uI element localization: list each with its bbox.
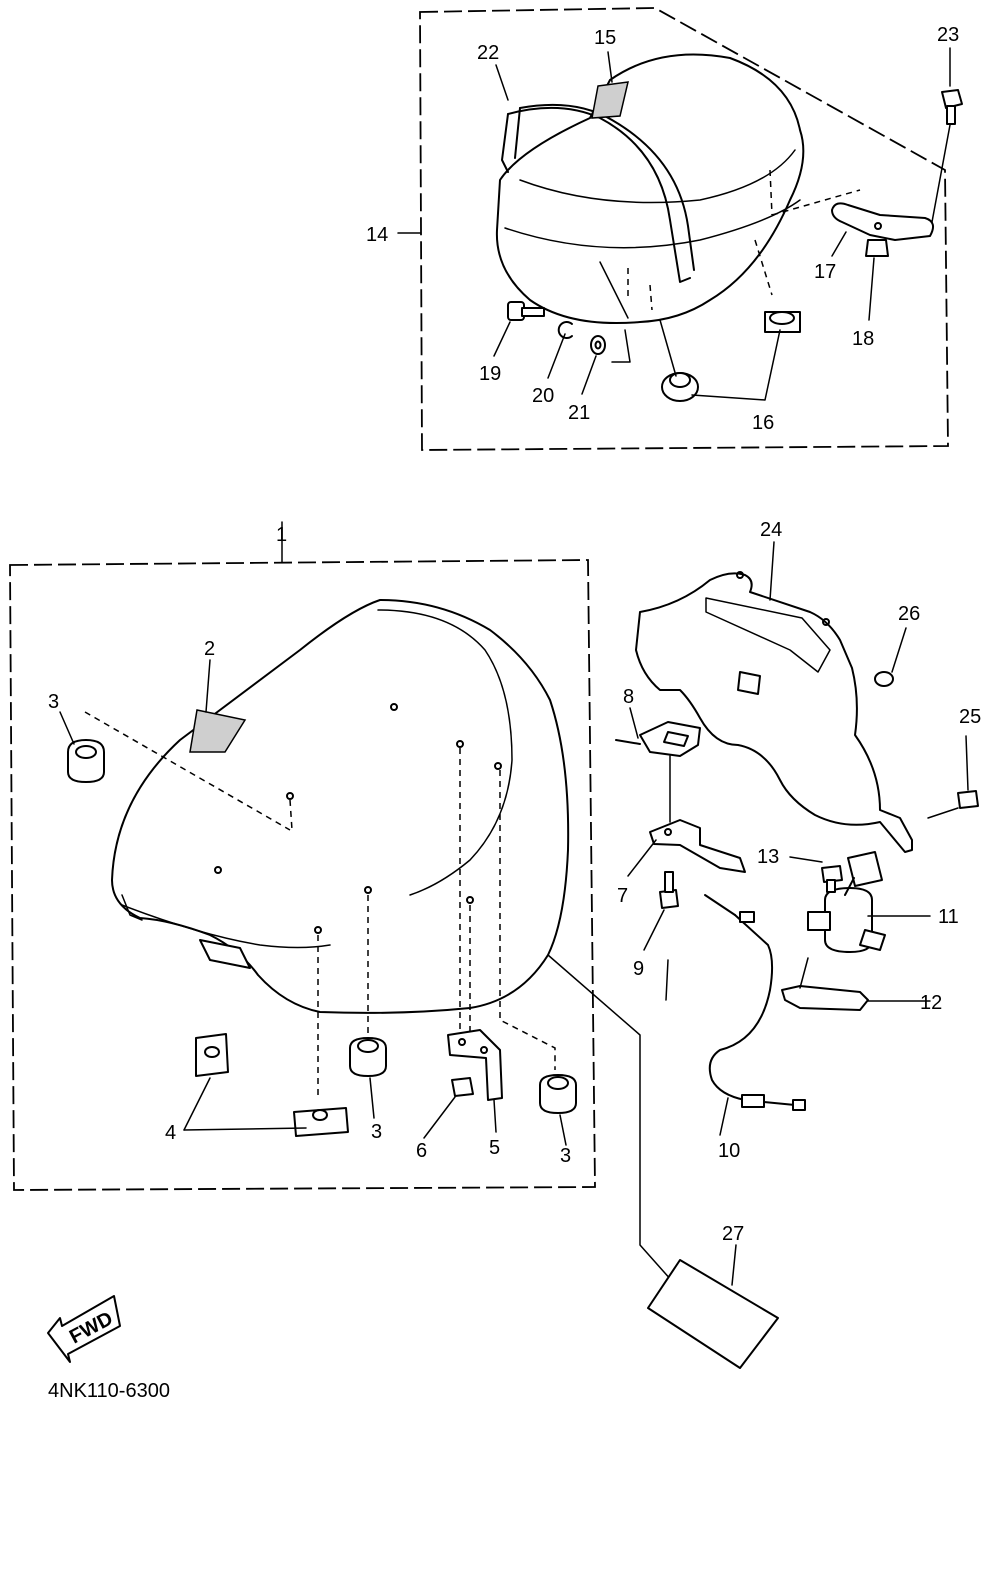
- plate-nut-4b: [293, 1107, 349, 1137]
- callout-12: 12: [920, 992, 942, 1014]
- washer-21: [590, 335, 606, 355]
- callout-3-right: 3: [560, 1145, 571, 1167]
- damper-3-left: [67, 739, 105, 783]
- callout-17: 17: [814, 261, 836, 283]
- callout-9: 9: [633, 958, 644, 980]
- key-13: [844, 851, 883, 896]
- bolt-23: [941, 89, 963, 125]
- callout-3-center: 3: [371, 1121, 382, 1143]
- damper-3-center: [349, 1037, 387, 1077]
- collar-6: [451, 1077, 474, 1097]
- main-seat-group: [9, 521, 681, 1291]
- seat-lock-11: [807, 887, 886, 953]
- grab-bar: [501, 103, 695, 283]
- bracket-8: [615, 721, 701, 757]
- rear-group-dashed-outline: [419, 7, 949, 451]
- callout-11: 11: [938, 906, 959, 928]
- main-group-dashed-outline: [9, 559, 596, 1191]
- callout-2: 2: [204, 638, 215, 660]
- callout-8: 8: [623, 686, 634, 708]
- callout-3-left: 3: [48, 691, 59, 713]
- spring-washer-20: [557, 321, 573, 339]
- fwd-arrow: FWD: [47, 1295, 121, 1363]
- callout-10: 10: [718, 1140, 740, 1162]
- callout-19: 19: [479, 363, 501, 385]
- main-seat: [111, 599, 570, 1014]
- bolt-25: [957, 790, 979, 809]
- callout-26: 26: [898, 603, 920, 625]
- cover-24: [635, 571, 913, 853]
- bolt-9: [659, 871, 679, 909]
- bracket-17: [831, 202, 935, 241]
- callout-22: 22: [477, 42, 499, 64]
- bracket-7: [649, 819, 746, 873]
- nut-18: [865, 239, 889, 257]
- damper-16a: [661, 372, 699, 402]
- damper-3-right: [539, 1074, 577, 1114]
- callout-1: 1: [276, 524, 287, 546]
- callout-5: 5: [489, 1137, 500, 1159]
- callout-20: 20: [532, 385, 554, 407]
- callout-13: 13: [757, 846, 779, 868]
- label-27: [647, 1244, 779, 1369]
- callout-27: 27: [722, 1223, 744, 1245]
- screw-13: [821, 865, 843, 893]
- diagram-code: 4NK110-6300: [48, 1380, 170, 1402]
- callout-4: 4: [165, 1122, 176, 1144]
- seat-lock-cable-10: [704, 894, 806, 1111]
- callout-21: 21: [568, 402, 590, 424]
- screw-26: [874, 671, 894, 687]
- bolt-19: [507, 301, 545, 321]
- callouts: 1 2 3 3 3 4 5 6 7 8 9 10 11 12 13 14 15 …: [48, 24, 981, 1245]
- rear-seat-group: [397, 7, 963, 451]
- bracket-5: [447, 1029, 503, 1101]
- plate-nut-4a: [195, 1033, 229, 1077]
- callout-16: 16: [752, 412, 774, 434]
- rear-seat: [495, 53, 805, 325]
- callout-23: 23: [937, 24, 959, 46]
- callout-25: 25: [959, 706, 981, 728]
- lock-assembly: [615, 541, 979, 1136]
- callout-14: 14: [366, 224, 388, 246]
- pad-label-15: [591, 81, 629, 119]
- callout-18: 18: [852, 328, 874, 350]
- damper-16b: [764, 311, 801, 333]
- callout-15: 15: [594, 27, 616, 49]
- callout-6: 6: [416, 1140, 427, 1162]
- callout-24: 24: [760, 519, 782, 541]
- callout-7: 7: [617, 885, 628, 907]
- lock-bracket-12: [781, 985, 869, 1011]
